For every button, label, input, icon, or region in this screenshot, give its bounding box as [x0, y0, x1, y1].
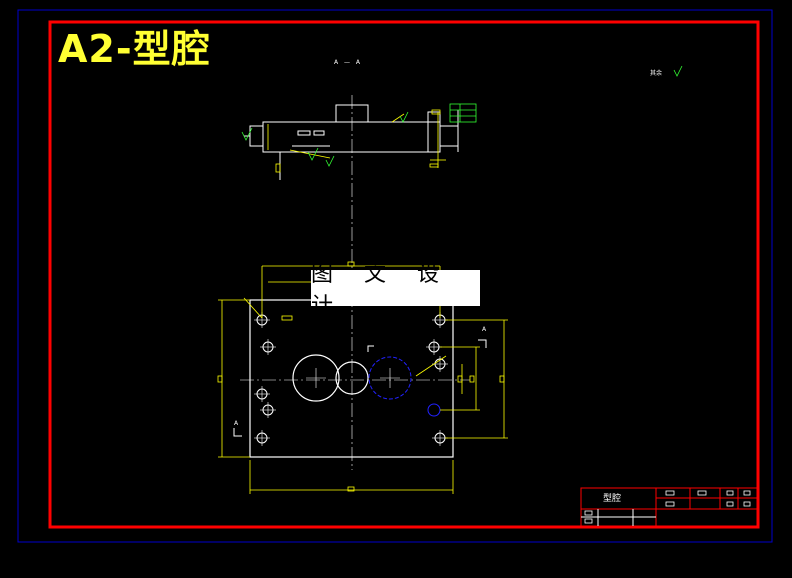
cavity-circle-medium [335, 361, 369, 395]
roughness-note: 其余 [650, 70, 663, 77]
roughness-symbols [241, 65, 683, 167]
section-marker-right: A [482, 326, 487, 333]
title-block [580, 487, 758, 527]
hidden-hole [427, 403, 441, 417]
watermark-label: 图 文 设 计 [311, 262, 480, 319]
title-block-part-name: 型腔 [603, 494, 622, 504]
outer-frame [17, 9, 773, 543]
cavity-circle-hidden [368, 356, 412, 400]
cavity-circle-large [292, 354, 340, 402]
section-view-label: A — A [334, 59, 363, 66]
section-dimensions [267, 109, 446, 173]
drawing-border [48, 20, 760, 529]
section-marker-left: A [234, 420, 239, 427]
plan-view [233, 299, 487, 458]
drawing-title: A2-型腔 [58, 27, 211, 71]
